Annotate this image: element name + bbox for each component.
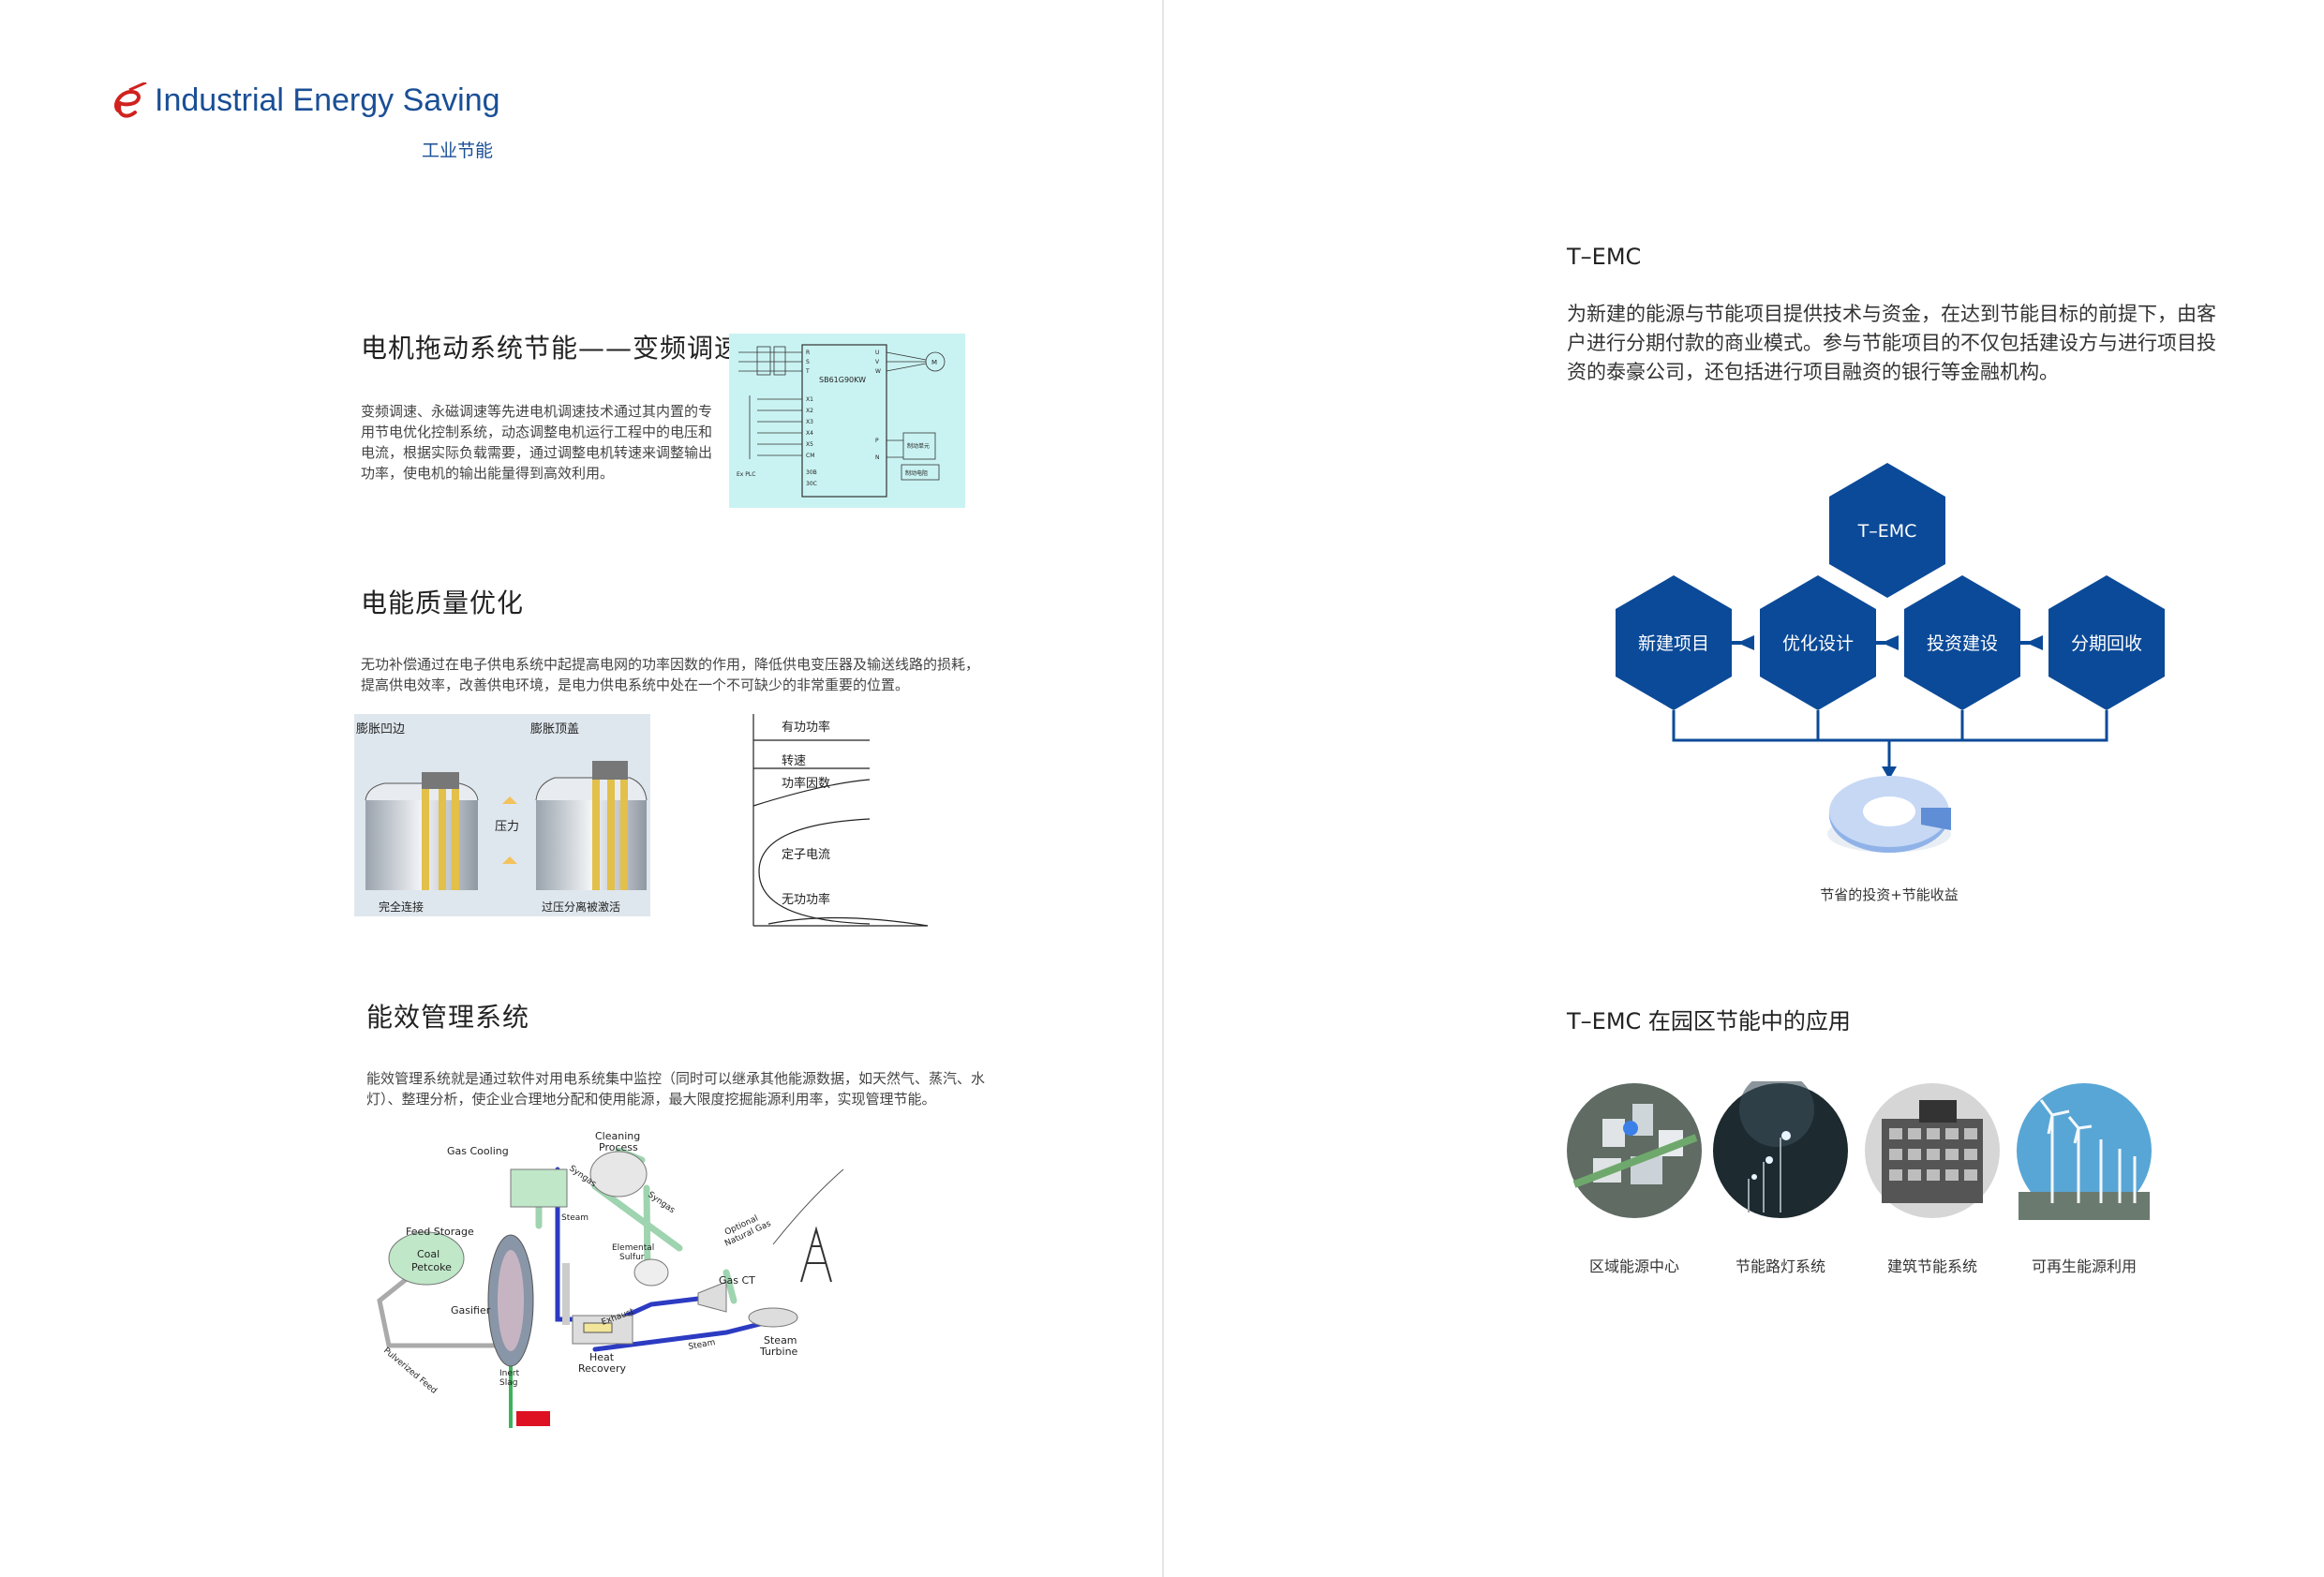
plant-label: Pulverized Feed: [381, 1346, 439, 1396]
section-heading-power-quality: 电能质量优化: [361, 588, 525, 618]
hex-label-temc: T–EMC: [1857, 521, 1917, 542]
curve-label-reactive: 无功功率: [782, 892, 830, 907]
hex-label-step-2: 优化设计: [1782, 633, 1854, 654]
curve-label-pf: 功率因数: [782, 776, 830, 791]
cap-label-4: 完全连接: [379, 900, 424, 914]
plant-label: Sulfur: [619, 1253, 645, 1262]
app-caption-2: 节能路灯系统: [1735, 1257, 1825, 1275]
brand-logo-icon: [113, 82, 147, 118]
plant-label: Slag: [499, 1378, 517, 1388]
motor-label: M: [931, 359, 937, 366]
hex-step-3: [1904, 575, 2020, 710]
brake-resistor-label: 制动电阻: [905, 469, 928, 477]
plant-label: Heat: [589, 1351, 615, 1363]
plant-label: Inert: [499, 1369, 520, 1378]
plant-label: Steam: [561, 1213, 588, 1223]
plant-label: Coal: [417, 1248, 439, 1260]
plant-label: Elemental: [612, 1243, 654, 1253]
pin-label: N: [875, 454, 880, 461]
vfd-wiring-diagram: SB61G90KW R S T X1 X2 X3 X4 X5 CM 30B 30…: [729, 334, 965, 508]
city-icon: [1567, 1083, 1702, 1218]
hex-step-4: [2048, 575, 2165, 710]
brake-unit-label: 制动单元: [907, 442, 930, 450]
plant-label: Feed Storage: [406, 1226, 474, 1238]
section-body-energy-mgmt: 能效管理系统就是通过软件对用电系统集中监控（同时可以继承其他能源数据，如天然气、…: [366, 1070, 986, 1108]
igcc-plant-diagram: Gas Cooling Cleaning Process Feed Storag…: [377, 1132, 844, 1428]
section-body-power-quality: 无功补偿通过在电子供电系统中起提高电网的功率因数的作用，降低供电变压器及输送线路…: [361, 656, 980, 693]
vfd-model-label: SB61G90KW: [819, 376, 866, 384]
pin-label: X3: [806, 419, 813, 425]
section-heading-energy-mgmt: 能效管理系统: [366, 1002, 530, 1033]
curve-label-current: 定子电流: [782, 848, 830, 862]
hex-step-1: [1616, 575, 1732, 710]
savings-donut-icon: [1827, 776, 1951, 853]
cap-label-5: 过压分离被激活: [542, 900, 620, 914]
plant-label: Gas CT: [719, 1274, 755, 1287]
pin-label: W: [875, 368, 881, 375]
pin-label: P: [875, 438, 879, 444]
pin-label: 30C: [806, 481, 817, 487]
hex-temc: [1829, 463, 1945, 598]
app-caption-1: 区域能源中心: [1588, 1257, 1679, 1275]
hex-label-step-4: 分期回收: [2071, 633, 2142, 654]
plant-label: Cleaning: [595, 1132, 640, 1142]
curve-label-speed: 转速: [782, 754, 806, 768]
header-subtitle: 工业节能: [422, 141, 494, 161]
savings-caption: 节省的投资+节能收益: [1820, 886, 1959, 903]
section-heading-motor: 电机拖动系统节能——变频调速: [361, 333, 742, 364]
hex-label-step-3: 投资建设: [1927, 633, 1998, 654]
capacitor-illustration: 膨胀凹边 膨胀顶盖 压力 完全连接 过压分离被激活: [354, 714, 650, 916]
plant-label: Petcoke: [411, 1261, 452, 1273]
hex-step-2: [1760, 575, 1876, 710]
building-icon: [1865, 1083, 2000, 1218]
pin-label: X5: [806, 441, 813, 448]
pin-label: R: [806, 350, 810, 356]
wind-turbine-icon: [2017, 1083, 2152, 1220]
pin-label: CM: [806, 453, 814, 459]
power-factor-curves: 有功功率 转速 功率因数 定子电流 无功功率: [752, 714, 929, 927]
pin-label: 30B: [806, 469, 817, 476]
curve-label-active: 有功功率: [782, 720, 830, 735]
app-caption-3: 建筑节能系统: [1886, 1257, 1977, 1275]
plant-label: Gas Cooling: [447, 1145, 509, 1157]
app-caption-4: 可再生能源利用: [2031, 1257, 2137, 1275]
header-title: Industrial Energy Saving: [155, 82, 500, 118]
cap-label-1: 膨胀凹边: [356, 722, 405, 736]
pin-label: X1: [806, 396, 813, 403]
pin-label: S: [806, 359, 810, 365]
plant-label: Turbine: [759, 1346, 798, 1358]
section-body-motor: 变频调速、永磁调速等先进电机调速技术通过其内置的专用节电优化控制系统，动态调整电…: [361, 403, 713, 482]
pin-label: T: [805, 368, 810, 375]
plant-label: Steam: [688, 1338, 716, 1352]
plant-label: Recovery: [578, 1362, 626, 1375]
apps-heading: T–EMC 在园区节能中的应用: [1567, 1008, 1851, 1034]
plant-label: Steam: [764, 1334, 797, 1346]
plc-label: Ex PLC: [737, 471, 755, 478]
hex-label-step-1: 新建项目: [1638, 633, 1709, 654]
temc-heading: T–EMC: [1567, 244, 1642, 270]
streetlight-icon: [1713, 1081, 1848, 1218]
temc-body: 为新建的能源与节能项目提供技术与资金，在达到节能目标的前提下，由客户进行分期付款…: [1567, 303, 2216, 383]
page-divider: [1162, 0, 1164, 1577]
plant-label: Process: [599, 1141, 638, 1153]
cap-label-2: 膨胀顶盖: [530, 722, 579, 736]
pin-label: V: [875, 359, 880, 365]
pin-label: X4: [806, 430, 813, 437]
temc-flow-diagram: T–EMC 新建项目 优化设计 投资建设 分期回收 节省的投资+节能收益: [1616, 463, 2165, 903]
cap-label-3: 压力: [495, 820, 519, 834]
pin-label: U: [875, 350, 879, 356]
pin-label: X2: [806, 408, 813, 414]
plant-label: Gasifier: [451, 1304, 491, 1317]
plant-label: Syngas: [646, 1190, 677, 1215]
